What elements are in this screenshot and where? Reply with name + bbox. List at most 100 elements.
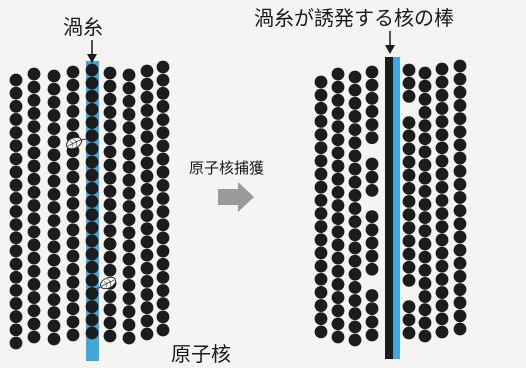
nucleus — [418, 237, 432, 251]
nucleus — [85, 181, 99, 195]
nucleus — [453, 177, 467, 191]
nucleus — [47, 201, 61, 214]
nucleus — [331, 199, 345, 212]
nucleus — [331, 264, 345, 278]
nucleus — [140, 222, 154, 236]
nucleus — [122, 134, 136, 148]
nucleus — [348, 267, 362, 281]
nucleus — [140, 288, 154, 301]
capture-transition: 原子核捕獲 — [189, 159, 264, 212]
nucleus — [331, 225, 345, 239]
nucleus — [402, 76, 416, 90]
nucleus — [27, 107, 41, 120]
nucleus — [140, 261, 154, 275]
nucleus — [122, 252, 136, 266]
nucleus — [122, 213, 136, 227]
nucleus — [103, 303, 117, 317]
nucleus — [103, 211, 117, 225]
nucleus — [402, 63, 416, 77]
nucleus — [348, 162, 362, 176]
nucleus — [103, 250, 117, 264]
nucleus — [140, 64, 154, 78]
nucleus — [47, 69, 61, 83]
nucleus — [314, 312, 328, 326]
nucleus — [156, 297, 170, 311]
nucleus — [122, 318, 136, 332]
nucleus — [331, 120, 345, 133]
nucleus — [418, 145, 432, 159]
nucleus — [156, 100, 170, 113]
nucleus — [418, 329, 432, 343]
nucleus — [331, 107, 345, 120]
nucleus — [27, 67, 41, 81]
nuclear-capture-label: 原子核捕獲 — [189, 159, 264, 177]
nucleus — [47, 280, 61, 293]
nucleus — [365, 183, 379, 197]
nucleus — [47, 332, 61, 346]
nucleus — [156, 271, 170, 284]
nucleus — [66, 276, 80, 289]
nucleus — [85, 247, 99, 261]
nucleus — [314, 75, 328, 89]
nucleus — [9, 244, 23, 258]
nucleus — [122, 305, 136, 319]
nucleus — [402, 195, 416, 208]
nucleus — [402, 208, 416, 222]
nucleus — [140, 301, 154, 315]
nucleus — [140, 275, 154, 288]
nucleus — [9, 139, 23, 153]
nucleus — [156, 178, 170, 192]
nucleus — [418, 171, 432, 185]
nucleus — [331, 278, 345, 291]
nucleus — [314, 259, 328, 273]
nucleus — [122, 279, 136, 292]
nucleus — [140, 327, 154, 341]
nucleus — [453, 309, 467, 323]
nucleus — [47, 306, 61, 320]
nucleus — [85, 260, 99, 274]
nucleus — [103, 290, 117, 303]
nucleus — [314, 207, 328, 220]
nucleus — [47, 122, 61, 135]
nucleus — [85, 142, 99, 156]
nucleus — [365, 262, 379, 276]
nucleus — [85, 208, 99, 222]
nucleus — [122, 147, 136, 161]
nucleus — [27, 304, 41, 318]
nuclear-rod — [385, 57, 393, 359]
nucleus — [66, 105, 80, 118]
nucleus — [402, 274, 416, 287]
left-panel: 渦糸 原子核 — [9, 15, 231, 366]
nucleus — [140, 182, 154, 196]
nucleus — [331, 93, 345, 107]
nucleus — [27, 317, 41, 331]
nucleus — [66, 118, 80, 131]
nucleus — [27, 120, 41, 133]
nucleus — [9, 231, 23, 245]
nucleus — [365, 223, 379, 237]
nucleus — [435, 259, 449, 273]
nucleus — [453, 99, 467, 112]
nucleus — [348, 254, 362, 268]
nucleus-lattice-right — [314, 59, 467, 347]
nucleus — [348, 96, 362, 110]
nucleus — [103, 132, 117, 146]
nucleus — [418, 250, 432, 264]
nucleus — [418, 79, 432, 93]
nucleus — [331, 146, 345, 160]
nucleus — [365, 249, 379, 263]
nucleus — [27, 225, 41, 239]
nucleus — [9, 205, 23, 218]
nucleus — [140, 156, 154, 170]
nucleus — [9, 297, 23, 310]
nucleus — [453, 112, 467, 125]
nucleus — [27, 146, 41, 160]
nucleus — [122, 239, 136, 253]
nucleus — [331, 304, 345, 318]
nucleus — [314, 246, 328, 260]
nucleus — [314, 193, 328, 207]
nucleus — [156, 218, 170, 232]
nucleus — [365, 302, 379, 316]
nucleus — [27, 93, 41, 107]
nucleus — [402, 142, 416, 156]
